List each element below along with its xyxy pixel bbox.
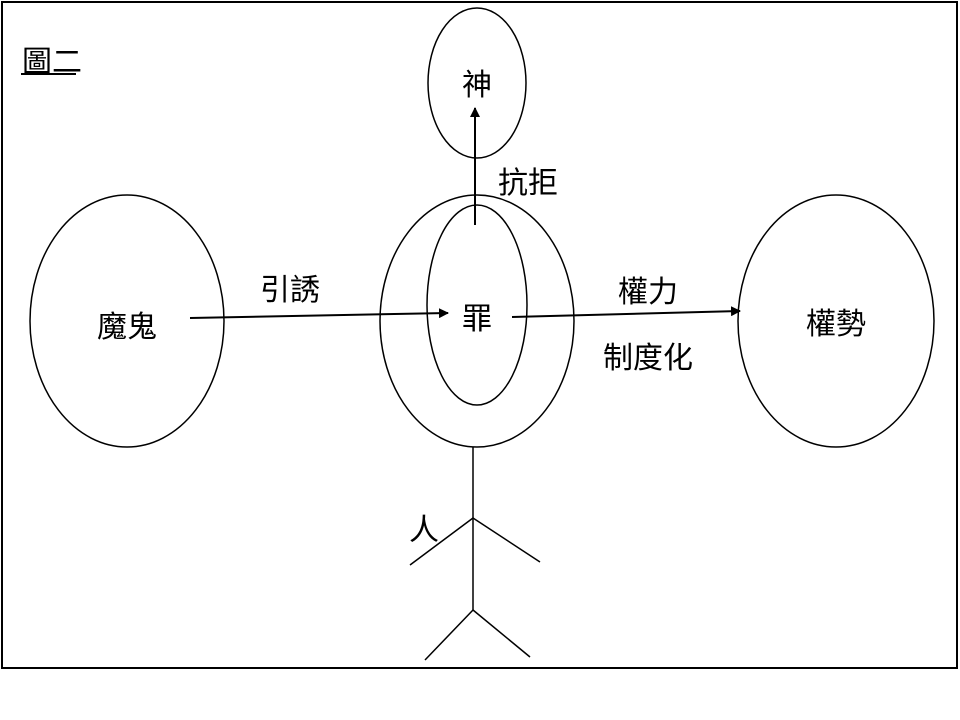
person-outer-circle [379, 194, 575, 448]
sin-label: 罪 [462, 302, 492, 337]
power-label: 權力 [618, 275, 678, 310]
powers-label: 權勢 [806, 307, 866, 342]
tempt-label: 引誘 [260, 273, 320, 308]
power-arrow [511, 306, 741, 318]
powers-circle [737, 194, 935, 448]
god-circle [427, 7, 527, 159]
person-label: 人 [409, 513, 439, 548]
god-label: 神 [462, 68, 492, 103]
sin-circle [426, 204, 528, 406]
tempt-arrow [189, 308, 449, 319]
devil-label: 魔鬼 [97, 310, 157, 345]
institutionalize-label: 制度化 [603, 341, 693, 376]
stick-figure [409, 447, 541, 661]
figure-frame [1, 1, 958, 669]
devil-circle [29, 194, 225, 448]
resist-label: 抗拒 [498, 166, 558, 201]
